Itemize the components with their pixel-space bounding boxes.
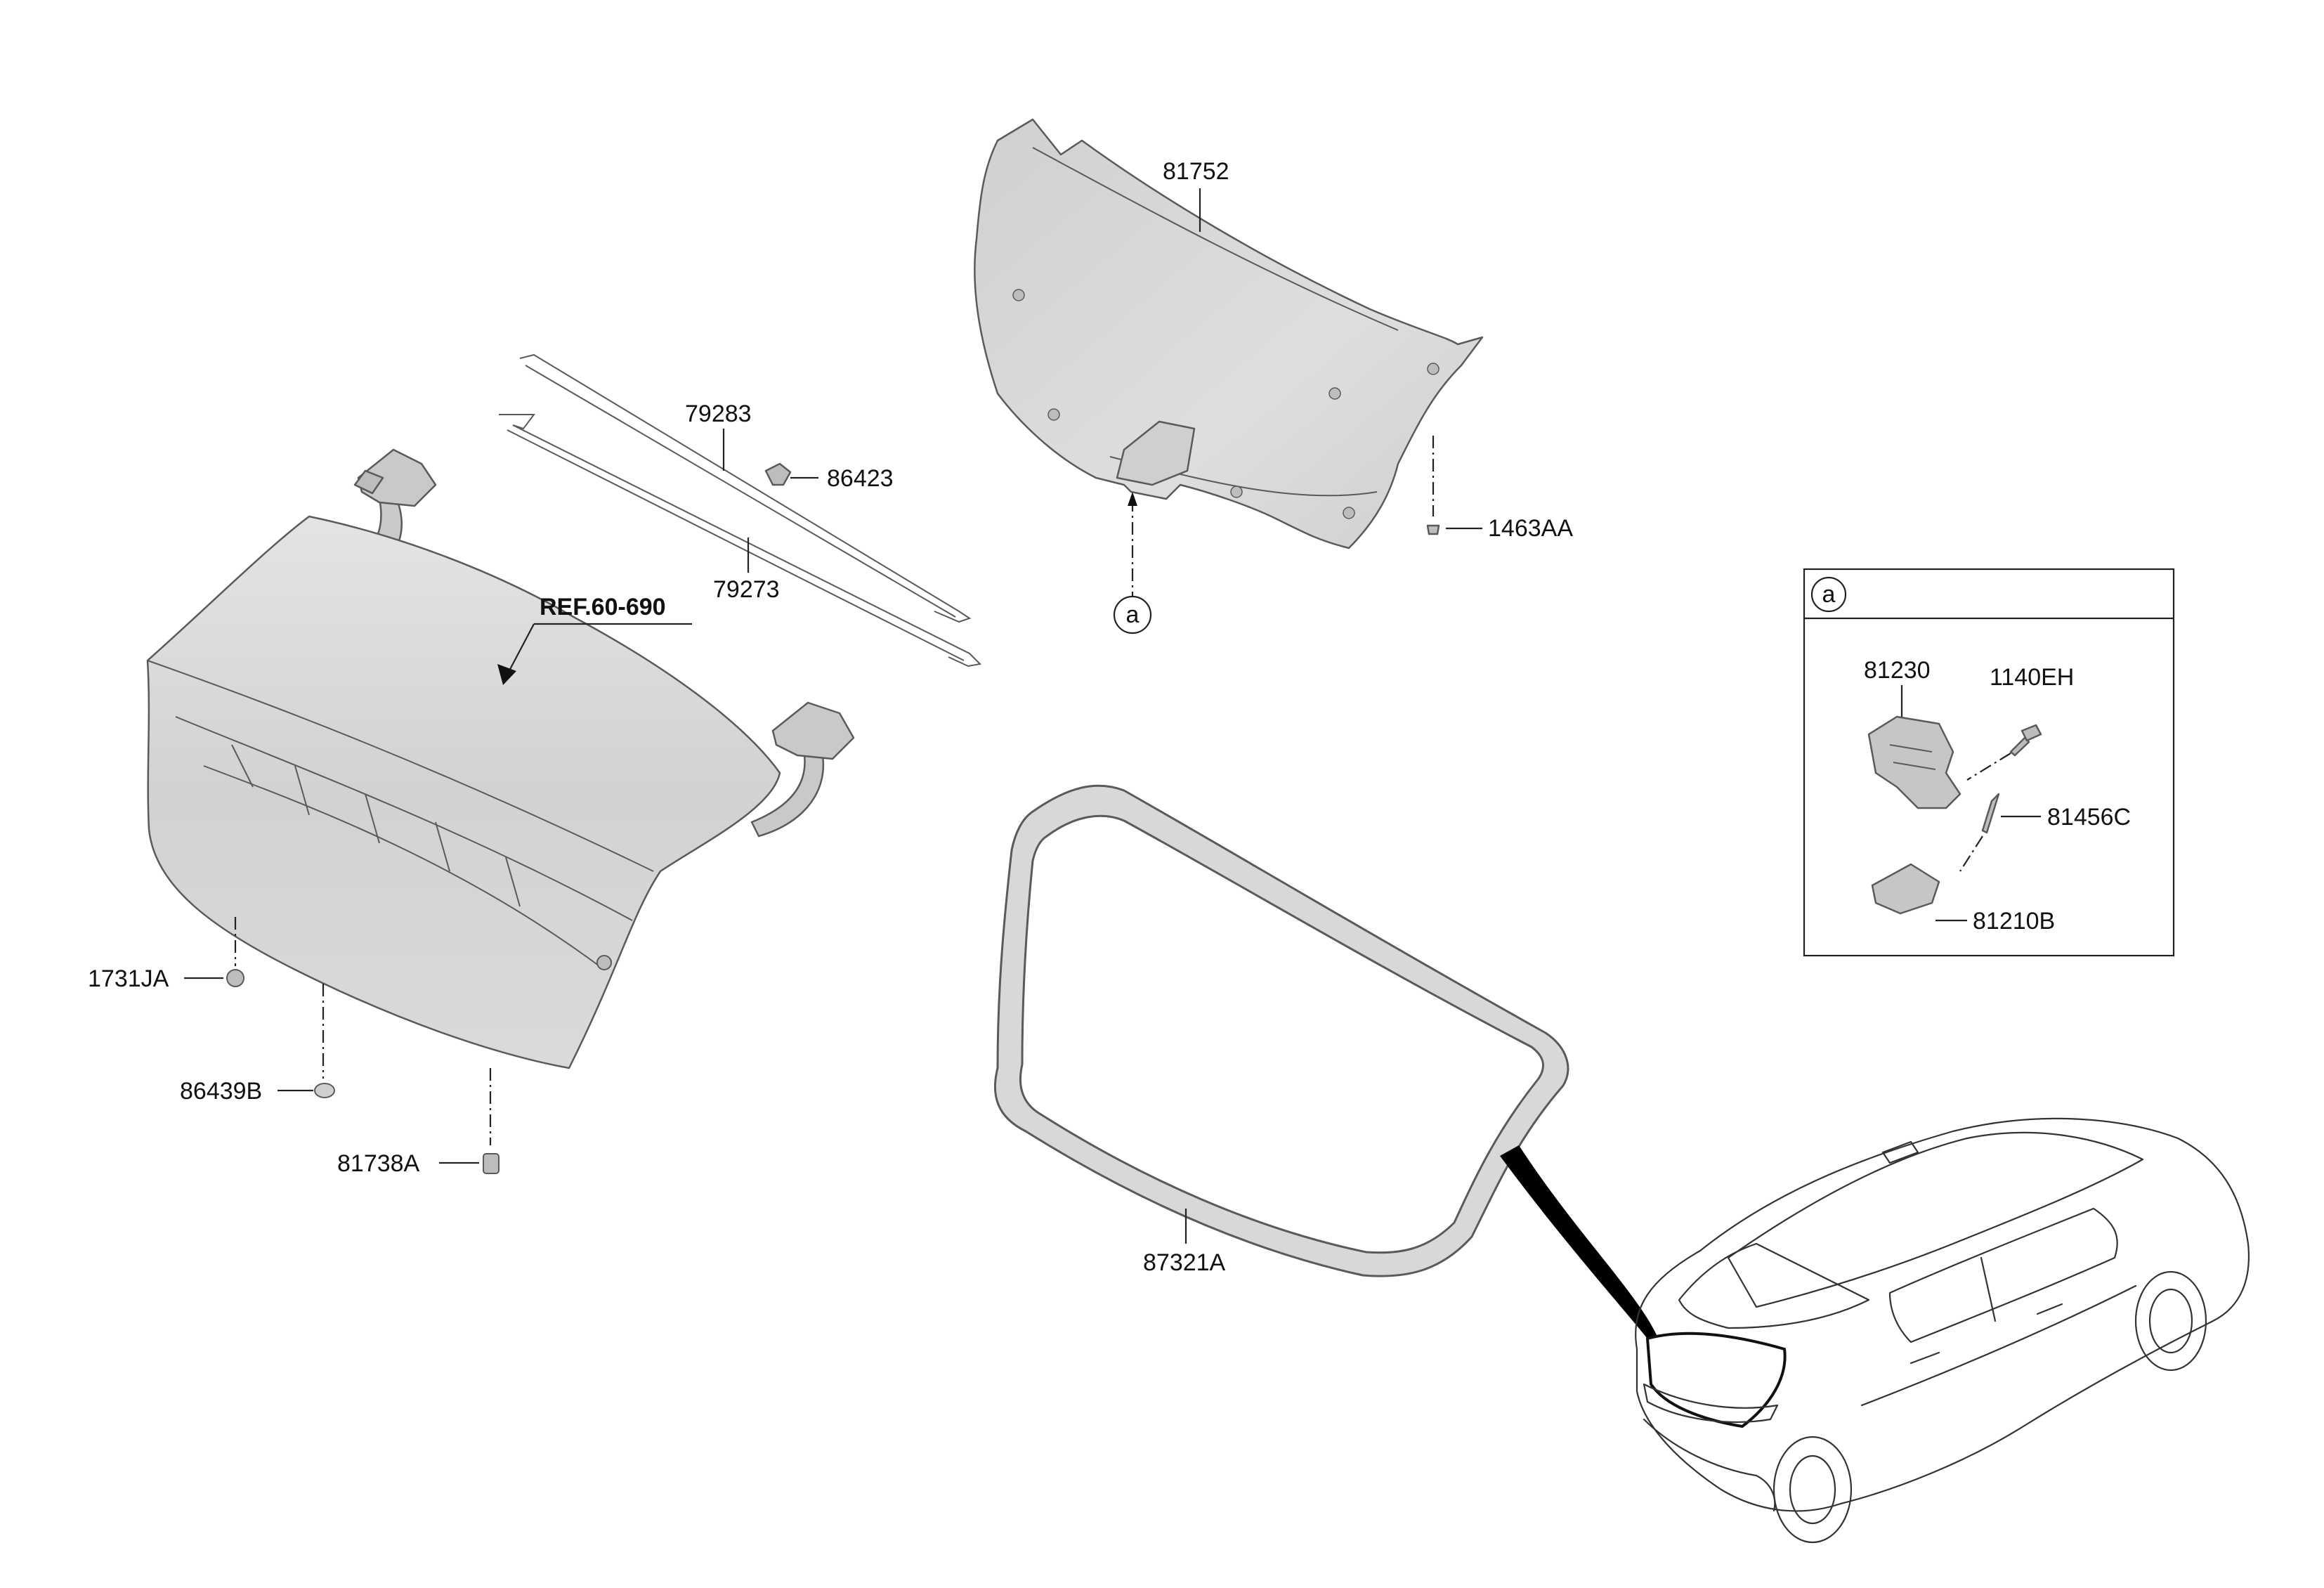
lid-spoiler-lip (147, 660, 654, 872)
rod-79283-inner (525, 365, 956, 618)
part-label-1463aa: 1463AA (1488, 515, 1573, 542)
ref-arrowhead (497, 664, 516, 685)
car-tail-light (1643, 1383, 1779, 1423)
car-trunk-highlight (1645, 1332, 1787, 1428)
car-front-wheel (2134, 1270, 2207, 1372)
marker-a: a (1113, 595, 1152, 634)
car-rear-wheel (1773, 1436, 1853, 1544)
bolt-1140eh (2009, 724, 2042, 757)
torsion-rods (499, 353, 982, 668)
callout-box (1803, 568, 2175, 957)
part-label-87321a: 87321A (1143, 1249, 1226, 1276)
part-label-86439b: 86439B (180, 1078, 262, 1105)
trunk-trim-panel (974, 118, 1484, 549)
weatherstrip-ring (993, 784, 1569, 1277)
trim-panel-body (974, 118, 1484, 549)
rod-79273-inner (507, 429, 965, 661)
part-label-81456c: 81456C (2047, 804, 2131, 831)
right-hinge-arm (750, 750, 825, 838)
detail-callout-a: a 81230 1140EH 81456C 81210B (1803, 568, 2175, 957)
ref-arrow-line (507, 623, 535, 675)
part-label-79273: 79273 (713, 576, 780, 603)
part-label-81752: 81752 (1163, 158, 1229, 185)
part-label-81230: 81230 (1864, 657, 1931, 684)
trunk-lid (146, 448, 855, 1069)
pointer-band (1500, 1145, 1657, 1339)
left-hinge-tab (353, 469, 384, 495)
rod-79283 (519, 353, 972, 623)
callout-marker-label: a (1822, 581, 1836, 608)
part-label-86423: 86423 (827, 465, 894, 492)
part-label-1731ja: 1731JA (88, 965, 169, 992)
lid-lower-edge (203, 765, 605, 970)
left-hinge-bracket (357, 448, 437, 507)
rod-79273 (499, 414, 982, 668)
part-label-81738a: 81738A (337, 1150, 420, 1177)
ref-label: REF.60-690 (540, 594, 666, 620)
trim-panel-inner-edge (1032, 147, 1399, 331)
trim-panel-handle-recess (1116, 420, 1196, 486)
car-rear-bumper (1643, 1418, 1776, 1512)
bumper-81738a (483, 1153, 500, 1174)
callout-marker-circle (1810, 576, 1847, 613)
marker-a-label: a (1126, 601, 1140, 628)
car-roof (1727, 1131, 2144, 1308)
lid-inner-ribs (231, 744, 521, 907)
lid-inner-edge (175, 716, 633, 921)
car-side-windows (1888, 1207, 2118, 1343)
trunk-lid-body (146, 515, 781, 1069)
part-label-79283: 79283 (685, 401, 752, 427)
vehicle-locator-sketch (1635, 1117, 2250, 1544)
right-hinge-bracket (771, 701, 855, 760)
clip-86423: 86423 (764, 462, 894, 492)
cover-81210b (1871, 863, 1940, 915)
part-label-81210b: 81210B (1973, 908, 2055, 935)
plug-86439b (314, 1083, 335, 1098)
ref-callout: REF.60-690 (497, 594, 692, 685)
car-rear-window (1678, 1242, 1870, 1329)
pin-81456c (1981, 793, 2000, 834)
part-label-1140eh: 1140EH (1990, 664, 2074, 691)
bumper-1731ja (226, 969, 244, 987)
screw-1463aa (1426, 524, 1440, 535)
car-body-outline (1635, 1117, 2250, 1512)
weatherstrip-seal (993, 784, 1569, 1277)
latch-81230 (1867, 715, 1961, 809)
